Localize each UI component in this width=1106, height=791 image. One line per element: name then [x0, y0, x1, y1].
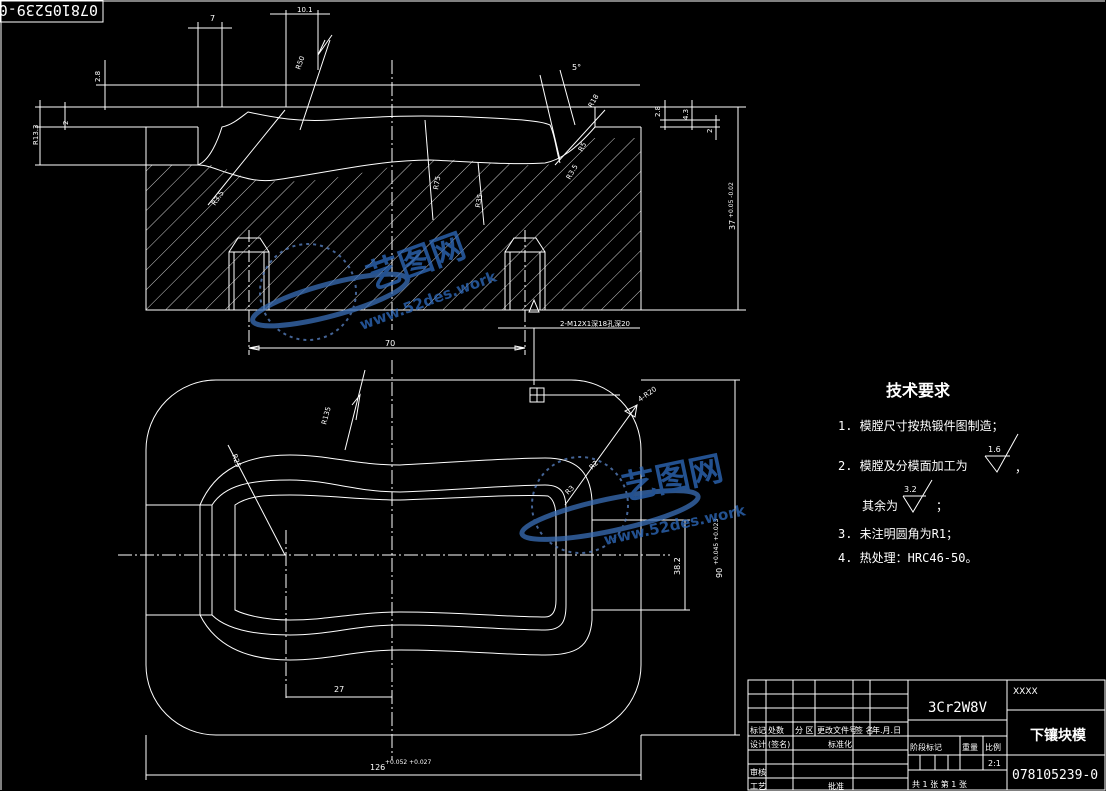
tech-semicolon: ；: [936, 499, 948, 513]
watermark-2-en: www.52des.work: [602, 501, 748, 549]
roughness-symbol-2: [902, 479, 933, 513]
tech-title: 技术要求: [886, 381, 951, 400]
tech-item-1: 1. 模膛尺寸按热锻件图制造；: [838, 419, 1004, 433]
dim-r35: R35: [474, 193, 484, 208]
dim-r3: R3: [564, 484, 576, 496]
tech-item-3: 3. 未注明圆角为R1；: [838, 526, 958, 541]
tb-design: 设计: [750, 739, 766, 749]
plan-view: [118, 360, 740, 780]
part-name: 下镶块模: [1030, 727, 1087, 744]
tb-standard: 标准化: [828, 739, 852, 749]
tb-mark: 标记: [750, 725, 766, 735]
dim-37: 37: [728, 220, 737, 230]
dim-126: 126: [370, 763, 385, 772]
watermark-2-cn: 艺图网: [619, 448, 727, 508]
tb-scale: 2:1: [988, 759, 1001, 768]
dim-r20: 4-R20: [637, 385, 659, 403]
hole-note: 2-M12X1深18孔深20: [560, 319, 630, 328]
dim-r2: R2: [588, 459, 600, 471]
dim-r25: R25: [230, 453, 242, 469]
dim-r75: R75: [432, 175, 442, 190]
roughness-value-2: 3.2: [904, 485, 917, 494]
material: 3Cr2W8V: [928, 700, 988, 716]
tb-design-sign: (签名): [768, 739, 790, 749]
dim-2-8: 2.8: [94, 71, 102, 82]
dim-r50: R50: [294, 55, 306, 71]
dim-38-2: 38.2: [673, 557, 682, 575]
dim-90: 90: [715, 568, 724, 578]
dim-70: 70: [385, 339, 395, 348]
roughness-symbol-1: [984, 433, 1019, 473]
drawing-no-top: 078105239-0: [0, 1, 98, 19]
dim-2b: 2: [706, 129, 714, 133]
tech-comma: ，: [1015, 461, 1027, 475]
dim-5deg: 5°: [572, 63, 581, 72]
dim-90-tol: +0.045 +0.023: [713, 519, 720, 565]
dim-27: 27: [334, 685, 344, 694]
dim-2a: 2: [62, 121, 70, 125]
tb-date: 年.月.日: [872, 725, 901, 735]
tech-item-other: 其余为: [862, 498, 898, 513]
dim-r13-3: R13.3: [32, 125, 40, 145]
dim-37-tol: +0.05 -0.02: [728, 182, 735, 218]
section-view: [35, 10, 746, 385]
dim-r5: R5: [577, 141, 589, 153]
dim-7: 7: [210, 14, 215, 23]
tb-change-doc: 更改文件号: [817, 725, 857, 735]
tech-item-2: 2. 模膛及分模面加工为: [838, 459, 968, 473]
tb-audit: 审核: [750, 767, 766, 777]
tb-approve: 批准: [828, 781, 844, 791]
tb-scale-label: 比例: [985, 742, 1001, 752]
dim-126-tol: +0.052 +0.027: [385, 759, 431, 766]
dim-10-1: 10.1: [297, 6, 313, 14]
tb-sheets: 共 1 张 第 1 张: [912, 779, 967, 789]
tech-requirements: 技术要求 1. 模膛尺寸按热锻件图制造； 2. 模膛及分模面加工为 其余为 3.…: [838, 381, 1027, 565]
tb-count: 处数: [768, 725, 784, 735]
title-block: [747, 679, 1106, 791]
tb-sign: 签 名: [855, 725, 874, 735]
company: XXXX: [1013, 687, 1038, 697]
tech-item-4: 4. 热处理：HRC46-50。: [838, 551, 977, 565]
tb-zone: 分 区: [795, 726, 814, 735]
roughness-value-1: 1.6: [988, 445, 1001, 454]
dim-r135: R135: [320, 406, 332, 426]
tb-weight: 重量: [962, 742, 978, 752]
dim-4-3: 4.3: [682, 109, 690, 120]
drawing-no-bottom: 078105239-0: [1012, 768, 1098, 783]
tb-craft: 工艺: [750, 782, 766, 791]
dim-2-8b: 2.8: [654, 106, 662, 117]
tb-stage: 阶段标记: [910, 742, 942, 752]
